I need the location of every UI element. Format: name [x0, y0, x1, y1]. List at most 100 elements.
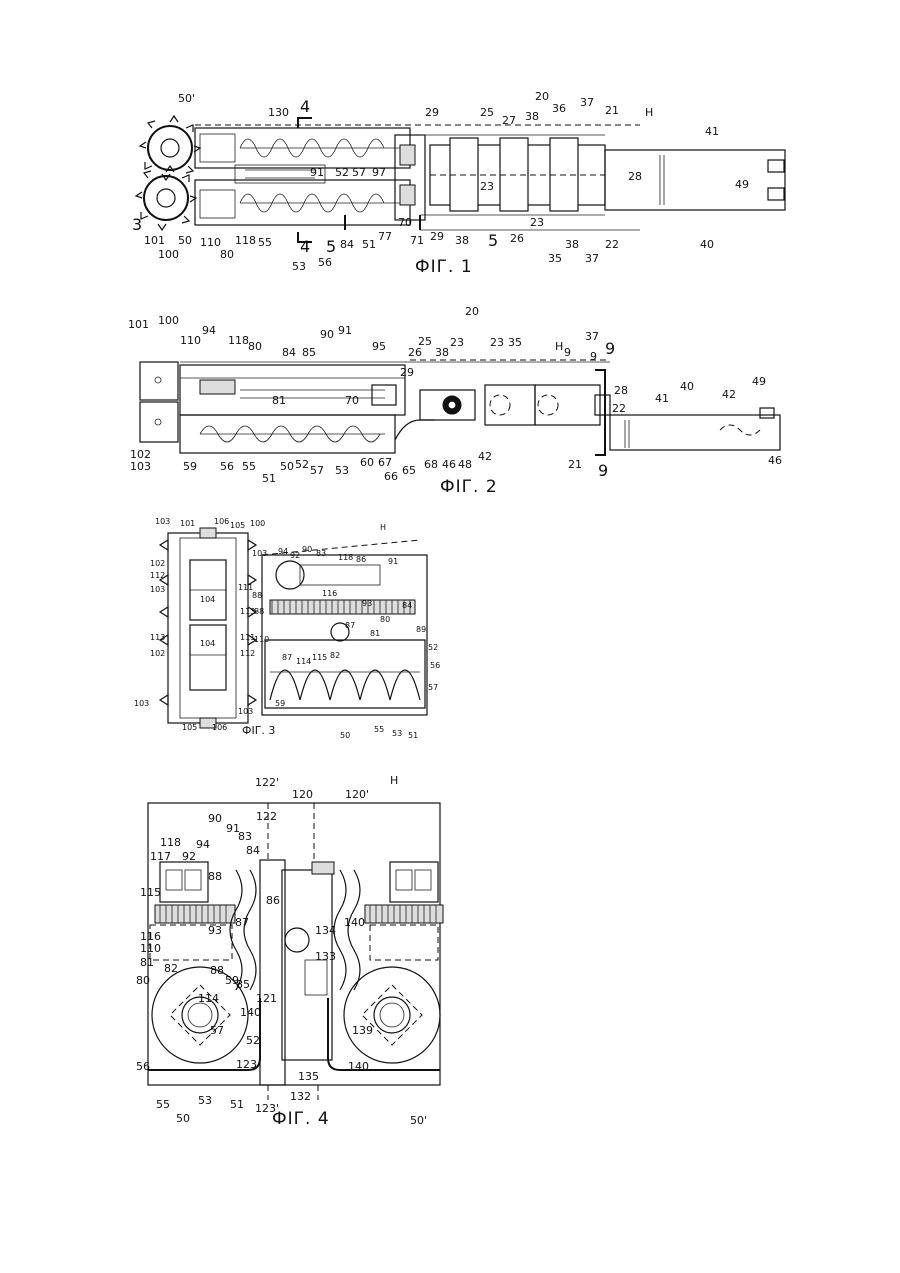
label: 55: [242, 460, 256, 473]
label: 9: [605, 339, 615, 358]
label: 37: [580, 96, 594, 109]
label: 94: [202, 324, 216, 337]
label: 114: [198, 992, 219, 1005]
label: 104: [200, 639, 215, 648]
label: 77: [378, 230, 392, 243]
label: 81: [272, 394, 286, 407]
label: 90: [302, 545, 312, 554]
label: 115: [312, 653, 327, 662]
label: 52: [295, 458, 309, 471]
label: H: [380, 523, 386, 532]
label: 132: [290, 1090, 311, 1103]
label: 50': [178, 92, 195, 105]
label: 101: [180, 519, 195, 528]
label: 92: [290, 551, 300, 560]
label: 103: [252, 549, 267, 558]
label: 87: [282, 653, 292, 662]
label: 49: [735, 178, 749, 191]
label: 82: [164, 962, 178, 975]
label: 86: [356, 555, 366, 564]
figure-1-caption: ФІГ. 1: [415, 257, 473, 277]
label: 100: [158, 314, 179, 327]
label: 40: [700, 238, 714, 251]
label: 50: [280, 460, 294, 473]
label: 88: [208, 870, 222, 883]
label: 120': [345, 788, 369, 801]
label: 122': [255, 776, 279, 789]
label: 113: [240, 607, 255, 616]
label: 28: [628, 170, 642, 183]
label: 86: [266, 894, 280, 907]
label: 118: [338, 553, 353, 562]
label: 53: [198, 1094, 212, 1107]
label: 90: [208, 812, 222, 825]
label: 9: [598, 461, 608, 480]
label: 3: [132, 215, 142, 234]
label: 82: [330, 651, 340, 660]
label: 87: [235, 916, 249, 929]
label: 94: [196, 838, 210, 851]
label: 20: [535, 90, 549, 103]
label: 21: [605, 104, 619, 117]
label: 70: [398, 216, 412, 229]
label: 122: [256, 810, 277, 823]
label: 41: [655, 392, 669, 405]
label: 121: [256, 992, 277, 1005]
label: 56: [136, 1060, 150, 1073]
label: 103: [150, 585, 165, 594]
label: 105: [230, 521, 245, 530]
figure-3-caption: ФІГ. 3: [242, 724, 275, 737]
label: 52: [246, 1034, 260, 1047]
label: 50: [340, 731, 350, 740]
label: 35: [548, 252, 562, 265]
label: 66: [384, 470, 398, 483]
label: 4: [300, 97, 310, 116]
label: 23: [490, 336, 504, 349]
figure-4: [148, 803, 443, 1100]
label: 84: [246, 844, 260, 857]
label: 101: [144, 234, 165, 247]
label: 52: [428, 643, 438, 652]
label: 26: [408, 346, 422, 359]
label: 133: [315, 950, 336, 963]
label: 87: [345, 621, 355, 630]
label: 27: [502, 114, 516, 127]
label: 134: [315, 924, 336, 937]
label: 57: [352, 166, 366, 179]
label: 92: [182, 850, 196, 863]
label: 84: [402, 601, 412, 610]
label: 116: [322, 589, 337, 598]
cutter-drum-lower: [136, 166, 196, 230]
label: 105: [182, 723, 197, 732]
label: 93: [362, 599, 372, 608]
label: 95: [372, 340, 386, 353]
cutter-drum-upper: [140, 116, 200, 180]
label: 110: [200, 236, 221, 249]
label: 56: [430, 661, 440, 670]
label: 29: [400, 366, 414, 379]
label: 102: [150, 649, 165, 658]
label: 22: [605, 238, 619, 251]
label: 104: [200, 595, 215, 604]
label: 83: [316, 549, 326, 558]
label: 97: [372, 166, 386, 179]
label: 90: [320, 328, 334, 341]
label: 140: [240, 1006, 261, 1019]
label: 51: [362, 238, 376, 251]
label: 57: [310, 464, 324, 477]
label: 103: [134, 699, 149, 708]
label: 38: [435, 346, 449, 359]
label: 9: [590, 350, 597, 363]
label: 106: [214, 517, 229, 526]
label: 46: [768, 454, 782, 467]
label: 70: [345, 394, 359, 407]
label: 38: [565, 238, 579, 251]
label: 23: [480, 180, 494, 193]
label: 83: [238, 830, 252, 843]
label: 93: [208, 924, 222, 937]
label: 100: [250, 519, 265, 528]
label: 59: [183, 460, 197, 473]
figure-2: [140, 360, 780, 455]
label: 85: [302, 346, 316, 359]
label: H: [555, 340, 563, 353]
